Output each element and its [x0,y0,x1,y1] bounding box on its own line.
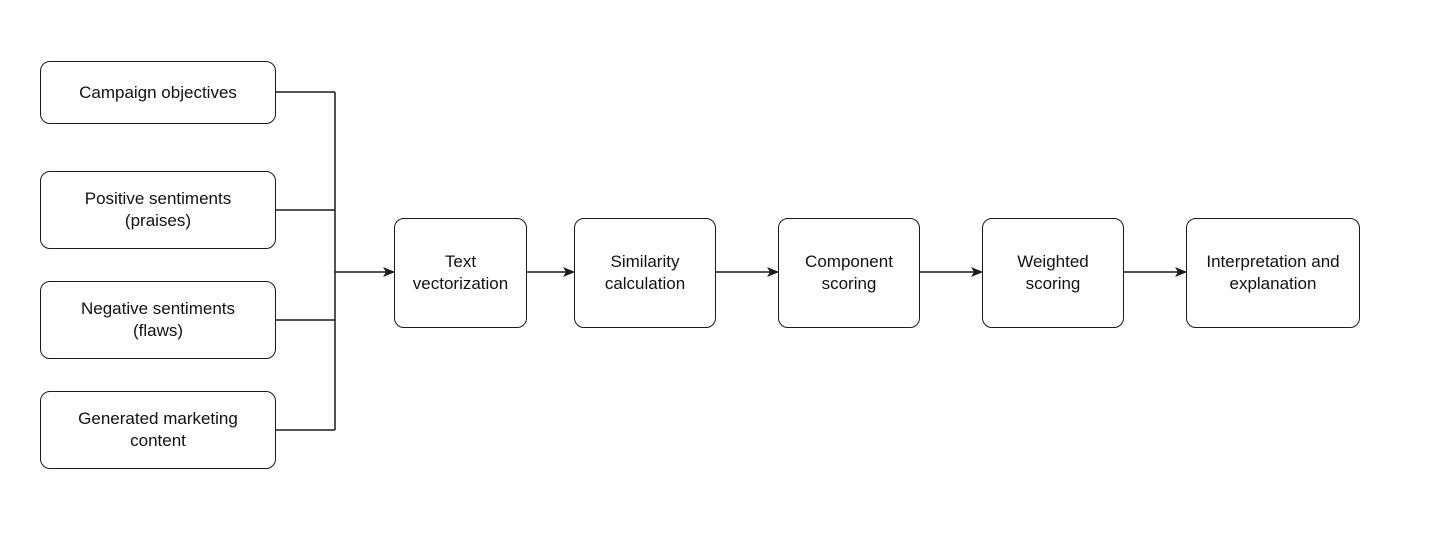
node-label: Similarity calculation [604,252,686,293]
input-node-negative-sentiments: Negative sentiments (flaws) [40,281,276,359]
input-node-campaign-objectives: Campaign objectives [40,61,276,124]
node-label: Positive sentiments (praises) [84,189,232,230]
step-node-interpretation-and-explanation: Interpretation and explanation [1186,218,1360,328]
step-node-similarity-calculation: Similarity calculation [574,218,716,328]
step-node-component-scoring: Component scoring [778,218,920,328]
input-node-positive-sentiments: Positive sentiments (praises) [40,171,276,249]
node-label: Negative sentiments (flaws) [80,299,236,340]
node-label: Interpretation and explanation [1206,252,1340,293]
input-node-generated-marketing-content: Generated marketing content [40,391,276,469]
node-label: Text vectorization [412,252,509,293]
node-label: Weighted scoring [1017,252,1089,293]
step-node-text-vectorization: Text vectorization [394,218,527,328]
node-label: Generated marketing content [78,409,238,450]
node-label: Campaign objectives [79,82,237,102]
step-node-weighted-scoring: Weighted scoring [982,218,1124,328]
node-label: Component scoring [805,252,893,293]
